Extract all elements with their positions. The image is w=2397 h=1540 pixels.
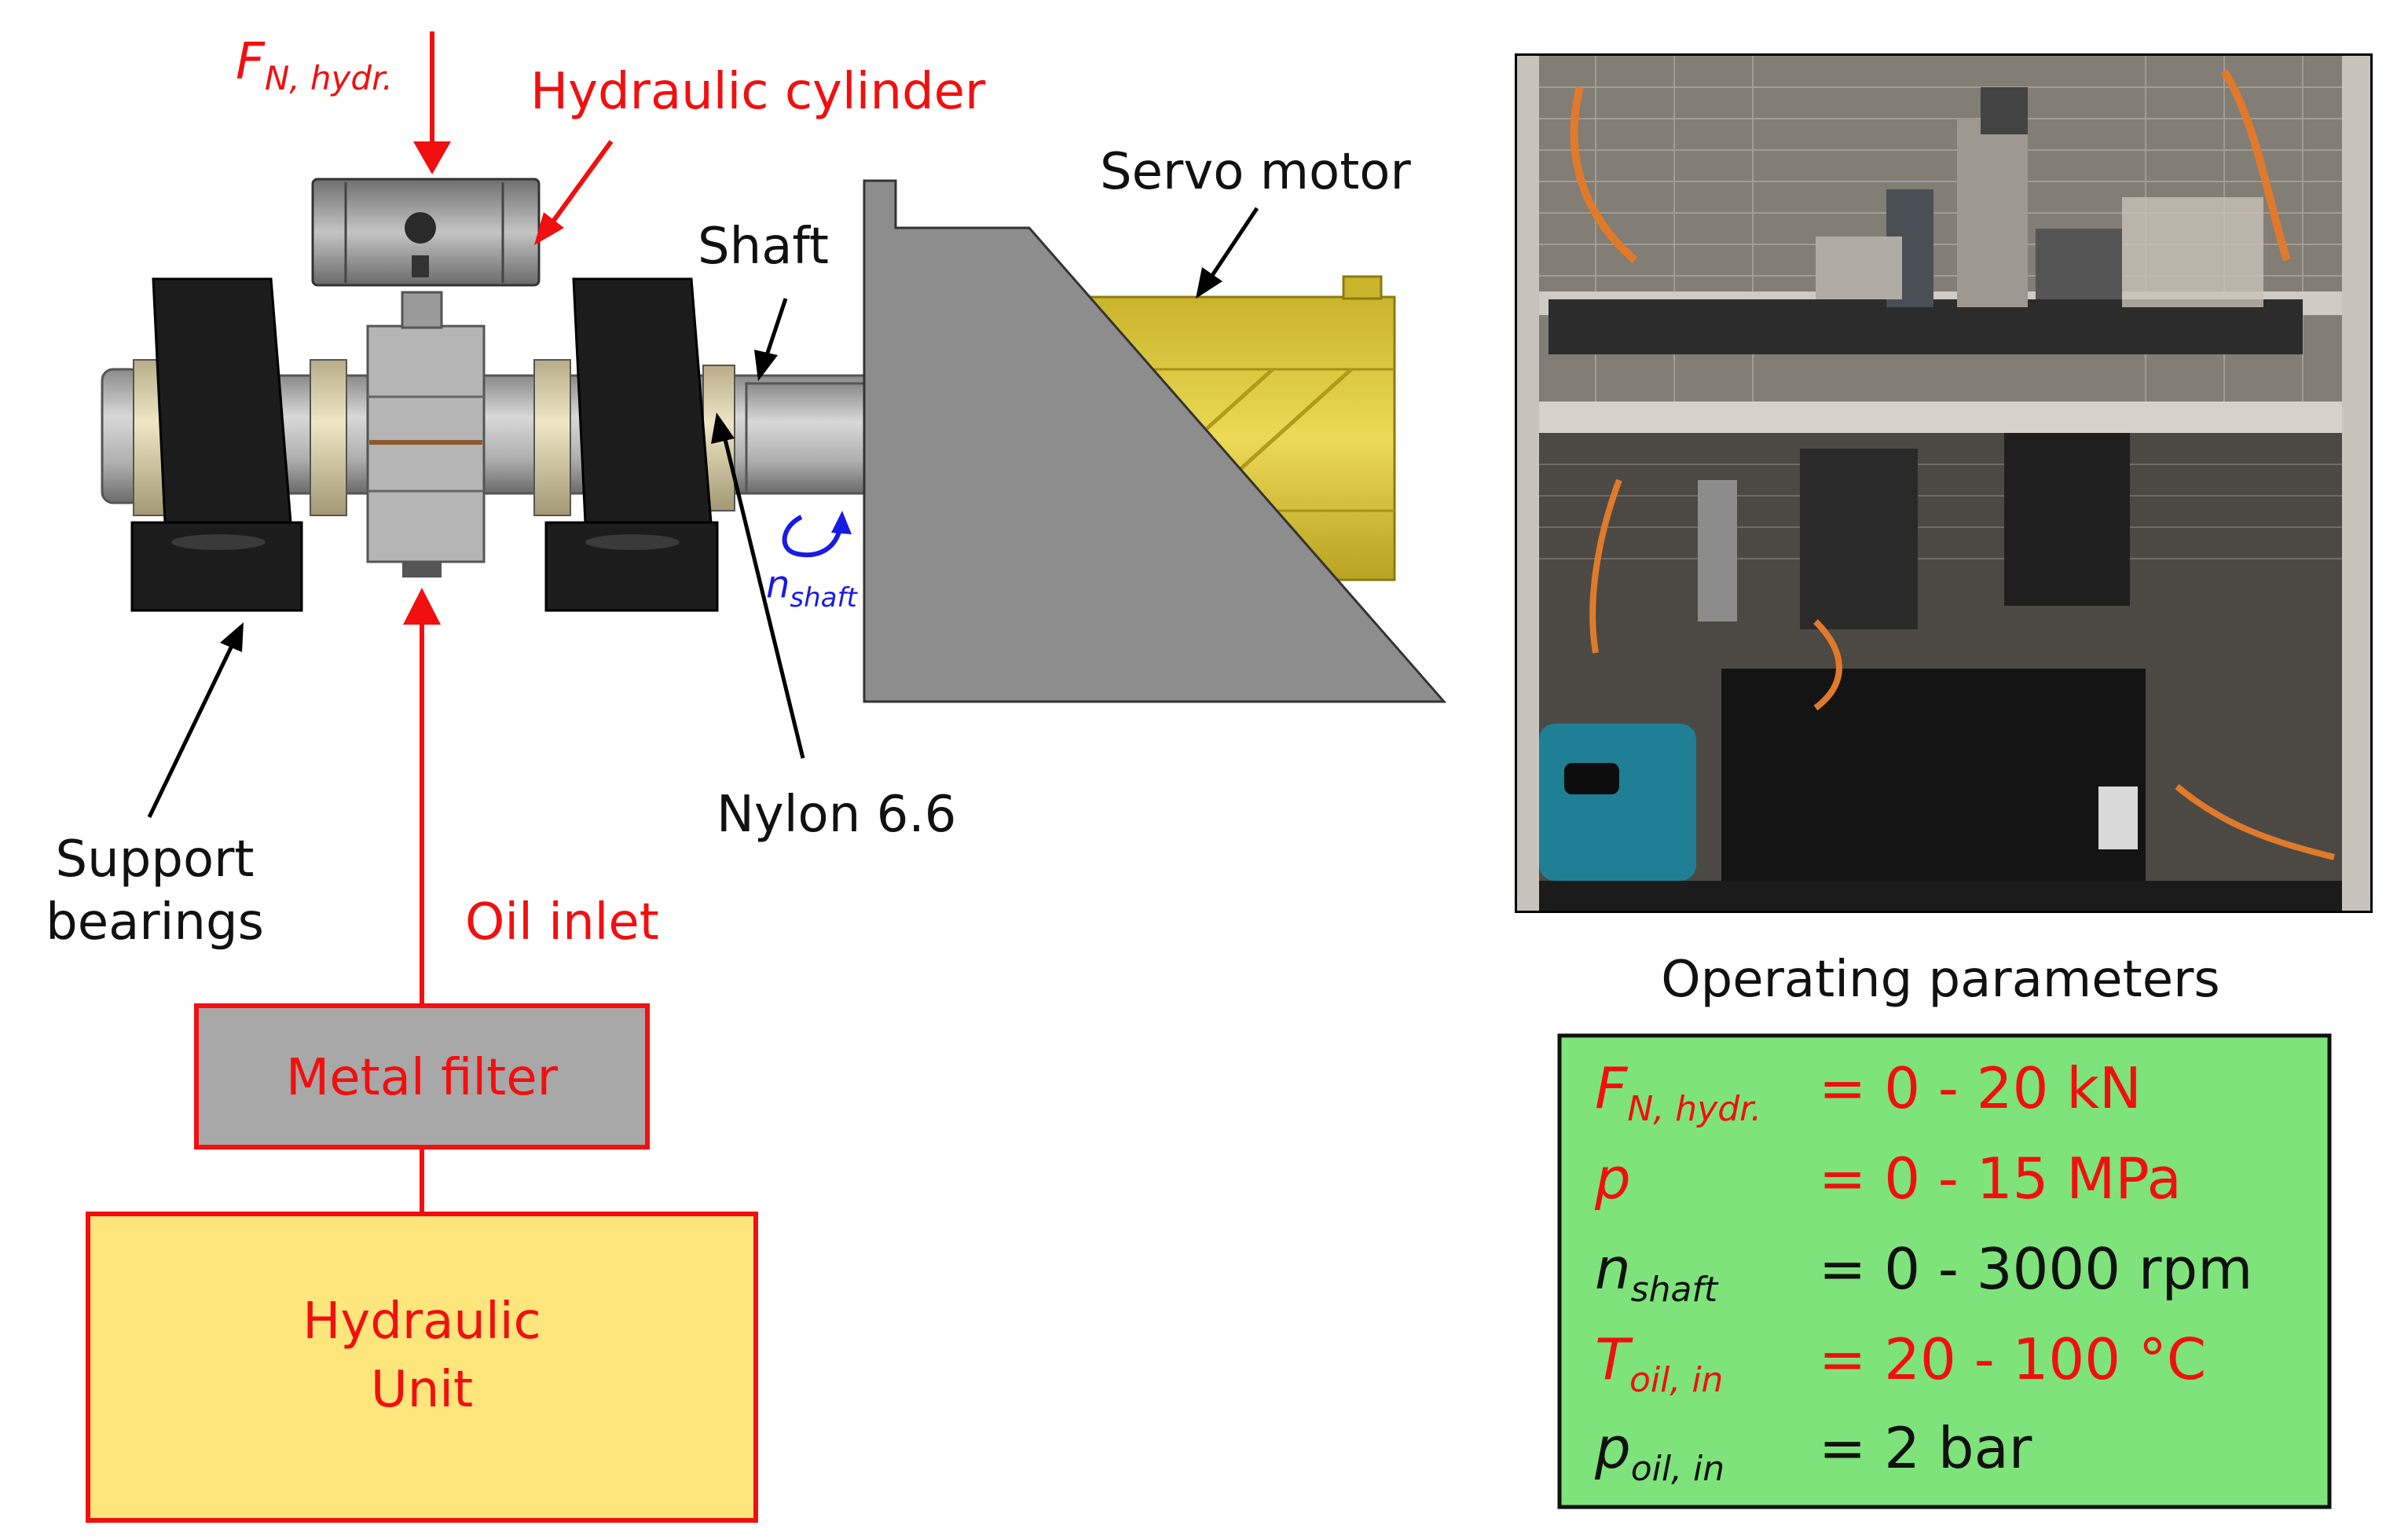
parameters-box bbox=[1557, 1033, 2332, 1509]
metal-filter-box bbox=[194, 1003, 650, 1150]
servo-motor-label: Servo motor bbox=[1100, 143, 1411, 201]
parameter-value: = 0 - 15 MPa bbox=[1819, 1146, 2182, 1212]
test-bearing-housing bbox=[366, 291, 486, 578]
shaft-label: Shaft bbox=[698, 218, 829, 276]
rotation-arrow bbox=[782, 511, 852, 558]
parameters-title: Operating parameters bbox=[1661, 951, 2220, 1009]
hydraulic-cylinder bbox=[311, 178, 541, 287]
parameter-symbol: FN, hydr. bbox=[1595, 1055, 1761, 1129]
hydraulic-unit-label-line1: Hydraulic bbox=[302, 1292, 541, 1351]
parameter-row: poil, in = 2 bar bbox=[1594, 1415, 2032, 1489]
parameter-row: FN, hydr. = 0 - 20 kN bbox=[1595, 1055, 2142, 1129]
hydraulic-cylinder-arrow bbox=[534, 140, 614, 245]
parameter-row: nshaft = 0 - 3000 rpm bbox=[1595, 1236, 2252, 1310]
support-bearings-arrow bbox=[147, 622, 244, 819]
test-rig-photo-drawing bbox=[1517, 56, 2370, 911]
bushing-ring-left-inner bbox=[310, 359, 347, 516]
shaft-end bbox=[745, 382, 874, 495]
parameter-symbol: Toil, in bbox=[1595, 1326, 1723, 1400]
parameter-symbol: poil, in bbox=[1594, 1415, 1724, 1489]
support-bearing-left bbox=[130, 277, 303, 612]
hydraulic-unit-box bbox=[86, 1212, 758, 1523]
bushing-ring-right-inner bbox=[533, 359, 571, 516]
oil-line bbox=[403, 588, 441, 1214]
support-bearings-label-line2: bearings bbox=[46, 893, 264, 952]
force-label: FN, hydr. bbox=[236, 33, 393, 97]
parameter-value: = 0 - 3000 rpm bbox=[1819, 1236, 2252, 1302]
shaft-arrow bbox=[754, 298, 788, 381]
parameter-symbol: p bbox=[1594, 1146, 1631, 1212]
metal-filter-label: Metal filter bbox=[286, 1049, 559, 1107]
parameter-row: p = 0 - 15 MPa bbox=[1594, 1146, 2182, 1212]
force-arrow bbox=[413, 31, 451, 174]
hydraulic-cylinder-label: Hydraulic cylinder bbox=[530, 63, 986, 121]
parameter-value: = 0 - 20 kN bbox=[1819, 1055, 2142, 1121]
servo-motor-arrow bbox=[1196, 207, 1259, 299]
nylon-arrow bbox=[711, 412, 805, 759]
parameter-value: = 20 - 100 °C bbox=[1819, 1326, 2206, 1392]
parameter-row: Toil, in = 20 - 100 °C bbox=[1595, 1326, 2206, 1400]
parameter-symbol: nshaft bbox=[1595, 1236, 1719, 1310]
hydraulic-unit-label-line2: Unit bbox=[371, 1361, 473, 1419]
oil-inlet-fitting bbox=[402, 562, 442, 578]
parameter-value: = 2 bar bbox=[1819, 1415, 2032, 1481]
support-bearings-label-line1: Support bbox=[56, 830, 255, 889]
oil-inlet-label: Oil inlet bbox=[465, 893, 659, 952]
nylon-label: Nylon 6.6 bbox=[717, 786, 956, 844]
rotation-label: nshaft bbox=[766, 563, 858, 614]
test-rig-photo bbox=[1515, 53, 2373, 913]
motor-bracket bbox=[863, 179, 1447, 703]
support-bearing-right bbox=[544, 277, 719, 612]
